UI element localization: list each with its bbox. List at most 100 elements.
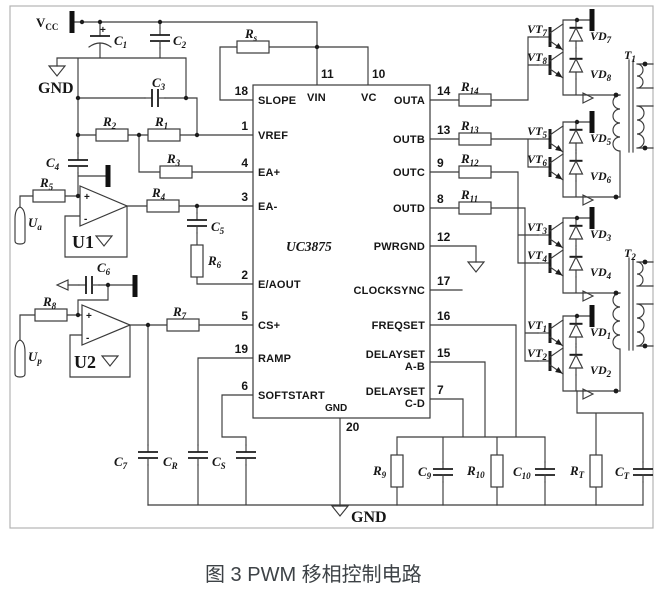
capacitor-c6: C6 — [56, 260, 111, 295]
supply-bar-icon — [589, 9, 595, 31]
input-terminal-ua: Ua — [14, 206, 42, 245]
pin-num-12: 12 — [437, 230, 451, 244]
label-vt5: VT5 — [527, 124, 547, 140]
capacitor-c9: C9 — [418, 461, 454, 483]
label-vd7: VD7 — [590, 29, 612, 45]
label-c7: C7 — [114, 454, 128, 471]
pin-name-delayset-ab: DELAYSET — [366, 349, 425, 361]
gnd-top-label: GND — [38, 80, 74, 97]
pin-num-3: 3 — [241, 190, 248, 204]
pin-name-outa: OUTA — [394, 95, 425, 107]
bias-bar-u2 — [132, 275, 138, 297]
label-r4: R4 — [151, 185, 166, 202]
label-c3: C3 — [152, 75, 166, 92]
label-vt1: VT1 — [527, 318, 547, 334]
pin-name-delayset-cd: DELAYSET — [366, 386, 425, 398]
label-c1: C1 — [114, 33, 127, 50]
ic-uc3875: UC3875 SLOPE VREF EA+ EA- E/AOUT CS+ RAM… — [235, 67, 451, 434]
label-vd4: VD4 — [590, 265, 612, 281]
resistor-r8: R8 — [34, 294, 68, 322]
pin-name-ramp: RAMP — [258, 353, 291, 365]
pin-num-6: 6 — [241, 379, 248, 393]
label-vd8: VD8 — [590, 67, 612, 83]
capacitor-c2: C2 — [149, 27, 187, 50]
capacitor-ct: CT — [615, 461, 654, 483]
pin-num-11: 11 — [321, 67, 334, 81]
wires-right — [396, 36, 644, 506]
pin-num-17: 17 — [437, 274, 451, 288]
resistor-r13: R13 — [458, 118, 492, 146]
label-vd1: VD1 — [590, 325, 611, 341]
resistor-r14: R14 — [458, 79, 492, 107]
label-up: Up — [28, 349, 42, 366]
label-cr: CR — [163, 454, 178, 471]
pin-num-4: 4 — [241, 156, 248, 170]
label-ct: CT — [615, 464, 630, 481]
pin-name-outb: OUTB — [393, 134, 425, 146]
wires-bottom-left — [147, 357, 644, 507]
label-r13: R13 — [460, 118, 479, 135]
bridge-leg-d: VT1 VT2 VD1 VD2 — [527, 305, 621, 400]
pin-name-vref: VREF — [258, 130, 288, 142]
label-vt8: VT8 — [527, 50, 547, 66]
pin-name-outc: OUTC — [393, 167, 425, 179]
pin-num-13: 13 — [437, 123, 451, 137]
label-r3: R3 — [166, 151, 181, 168]
capacitor-c1: + C1 — [88, 25, 127, 50]
transformer-t2: T2 — [624, 246, 648, 349]
capacitor-c3: C3 — [144, 75, 166, 108]
label-c6: C6 — [97, 260, 111, 277]
pin-name-ea-plus: EA+ — [258, 167, 280, 179]
vcc-supply: VCC — [36, 11, 75, 33]
pin-num-20: 20 — [346, 420, 360, 434]
vcc-label: VCC — [36, 15, 58, 32]
u1-noninverting-mark: + — [84, 192, 90, 203]
pin-name-softstart: SOFTSTART — [258, 390, 325, 402]
label-t2: T2 — [624, 246, 636, 262]
label-vt6: VT6 — [527, 152, 547, 168]
pin-name-slope: SLOPE — [258, 95, 296, 107]
capacitor-c5: C5 — [186, 212, 225, 236]
supply-bar-icon — [589, 305, 595, 327]
resistor-r7: R7 — [166, 304, 200, 332]
label-r2: R2 — [102, 114, 117, 131]
input-terminal-up: Up — [14, 339, 42, 378]
pin-name-ea-minus: EA- — [258, 201, 278, 213]
pin-name-outd: OUTD — [393, 203, 425, 215]
label-c10: C10 — [513, 464, 531, 481]
pin-name-vin: VIN — [307, 92, 326, 104]
opamp-u2: + - U2 — [74, 304, 132, 372]
label-c2: C2 — [173, 33, 187, 50]
resistor-r3: R3 — [159, 151, 193, 179]
u2-inverting-mark: - — [86, 333, 89, 344]
resistor-r4: R4 — [146, 185, 180, 213]
gnd-top: GND — [38, 65, 74, 97]
label-u2: U2 — [74, 352, 96, 372]
label-vt7: VT7 — [527, 22, 547, 38]
resistor-r5: R5 — [32, 175, 66, 203]
pin-num-18: 18 — [235, 84, 249, 98]
label-c5: C5 — [211, 219, 225, 236]
resistor-rs: Rs — [236, 26, 270, 54]
pin-num-14: 14 — [437, 84, 451, 98]
pin-num-9: 9 — [437, 156, 444, 170]
label-u1: U1 — [72, 232, 94, 252]
resistor-r10: R10 — [466, 454, 504, 488]
pin-name-delayset-ab-2: A-B — [405, 361, 425, 373]
capacitor-c4: C4 — [46, 152, 89, 174]
ic-part-number: UC3875 — [286, 239, 332, 254]
label-r5: R5 — [39, 175, 54, 192]
label-t1: T1 — [624, 48, 636, 64]
capacitor-cr: CR — [163, 444, 209, 471]
pin-name-gnd: GND — [325, 403, 347, 414]
label-r1: R1 — [154, 114, 168, 131]
bias-bar-u1 — [105, 165, 111, 187]
label-rs: Rs — [244, 26, 258, 43]
resistor-r9: R9 — [372, 454, 404, 488]
gnd-bottom-label: GND — [351, 509, 387, 526]
pin-name-pwrgnd: PWRGND — [374, 241, 425, 253]
capacitor-c7: C7 — [114, 444, 159, 471]
wires-u1-net — [64, 205, 254, 285]
